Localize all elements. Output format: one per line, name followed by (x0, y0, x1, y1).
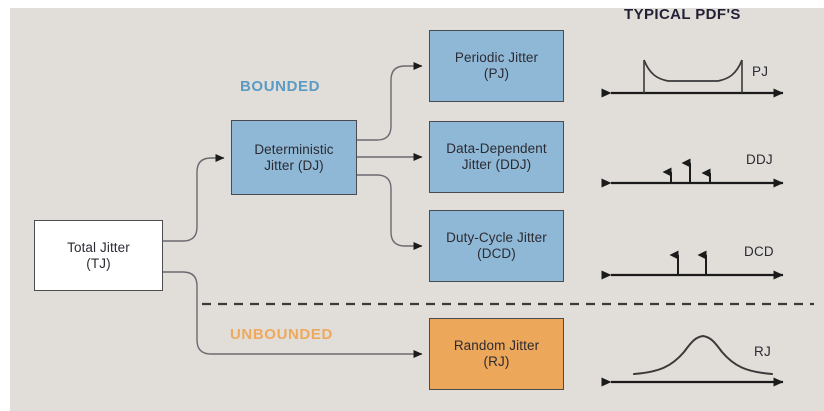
pdf-label-rj: RJ (754, 344, 771, 359)
node-total-jitter[interactable]: Total Jitter (TJ) (34, 220, 163, 291)
node-duty-cycle-jitter-line1: Duty-Cycle Jitter (446, 230, 547, 246)
node-periodic-jitter[interactable]: Periodic Jitter (PJ) (429, 30, 564, 102)
node-random-jitter-line1: Random Jitter (453, 338, 540, 354)
node-random-jitter[interactable]: Random Jitter (RJ) (429, 318, 564, 390)
node-duty-cycle-jitter-line2: (DCD) (477, 246, 516, 261)
node-total-jitter-line1: Total Jitter (67, 239, 130, 255)
group-label-bounded: BOUNDED (240, 78, 321, 95)
pdf-label-dcd: DCD (744, 244, 774, 259)
node-data-dependent-jitter-line2: Jitter (DDJ) (461, 157, 532, 172)
group-label-unbounded: UNBOUNDED (230, 326, 333, 343)
node-deterministic-jitter-line1: Deterministic (254, 141, 334, 157)
node-duty-cycle-jitter[interactable]: Duty-Cycle Jitter (DCD) (429, 210, 564, 282)
node-deterministic-jitter-line2: Jitter (DJ) (264, 157, 324, 173)
node-total-jitter-line2: (TJ) (86, 255, 111, 271)
pdf-label-pj: PJ (752, 64, 769, 79)
pdf-column-title: TYPICAL PDF'S (624, 6, 741, 23)
node-data-dependent-jitter[interactable]: Data-Dependent Jitter (DDJ) (429, 121, 564, 193)
node-periodic-jitter-line2: (PJ) (483, 66, 510, 81)
node-random-jitter-line2: (RJ) (483, 354, 510, 369)
node-data-dependent-jitter-line1: Data-Dependent (446, 141, 547, 157)
diagram-panel (10, 8, 824, 411)
pdf-label-ddj: DDJ (746, 152, 773, 167)
node-deterministic-jitter[interactable]: Deterministic Jitter (DJ) (231, 120, 357, 195)
node-periodic-jitter-line1: Periodic Jitter (454, 50, 539, 66)
